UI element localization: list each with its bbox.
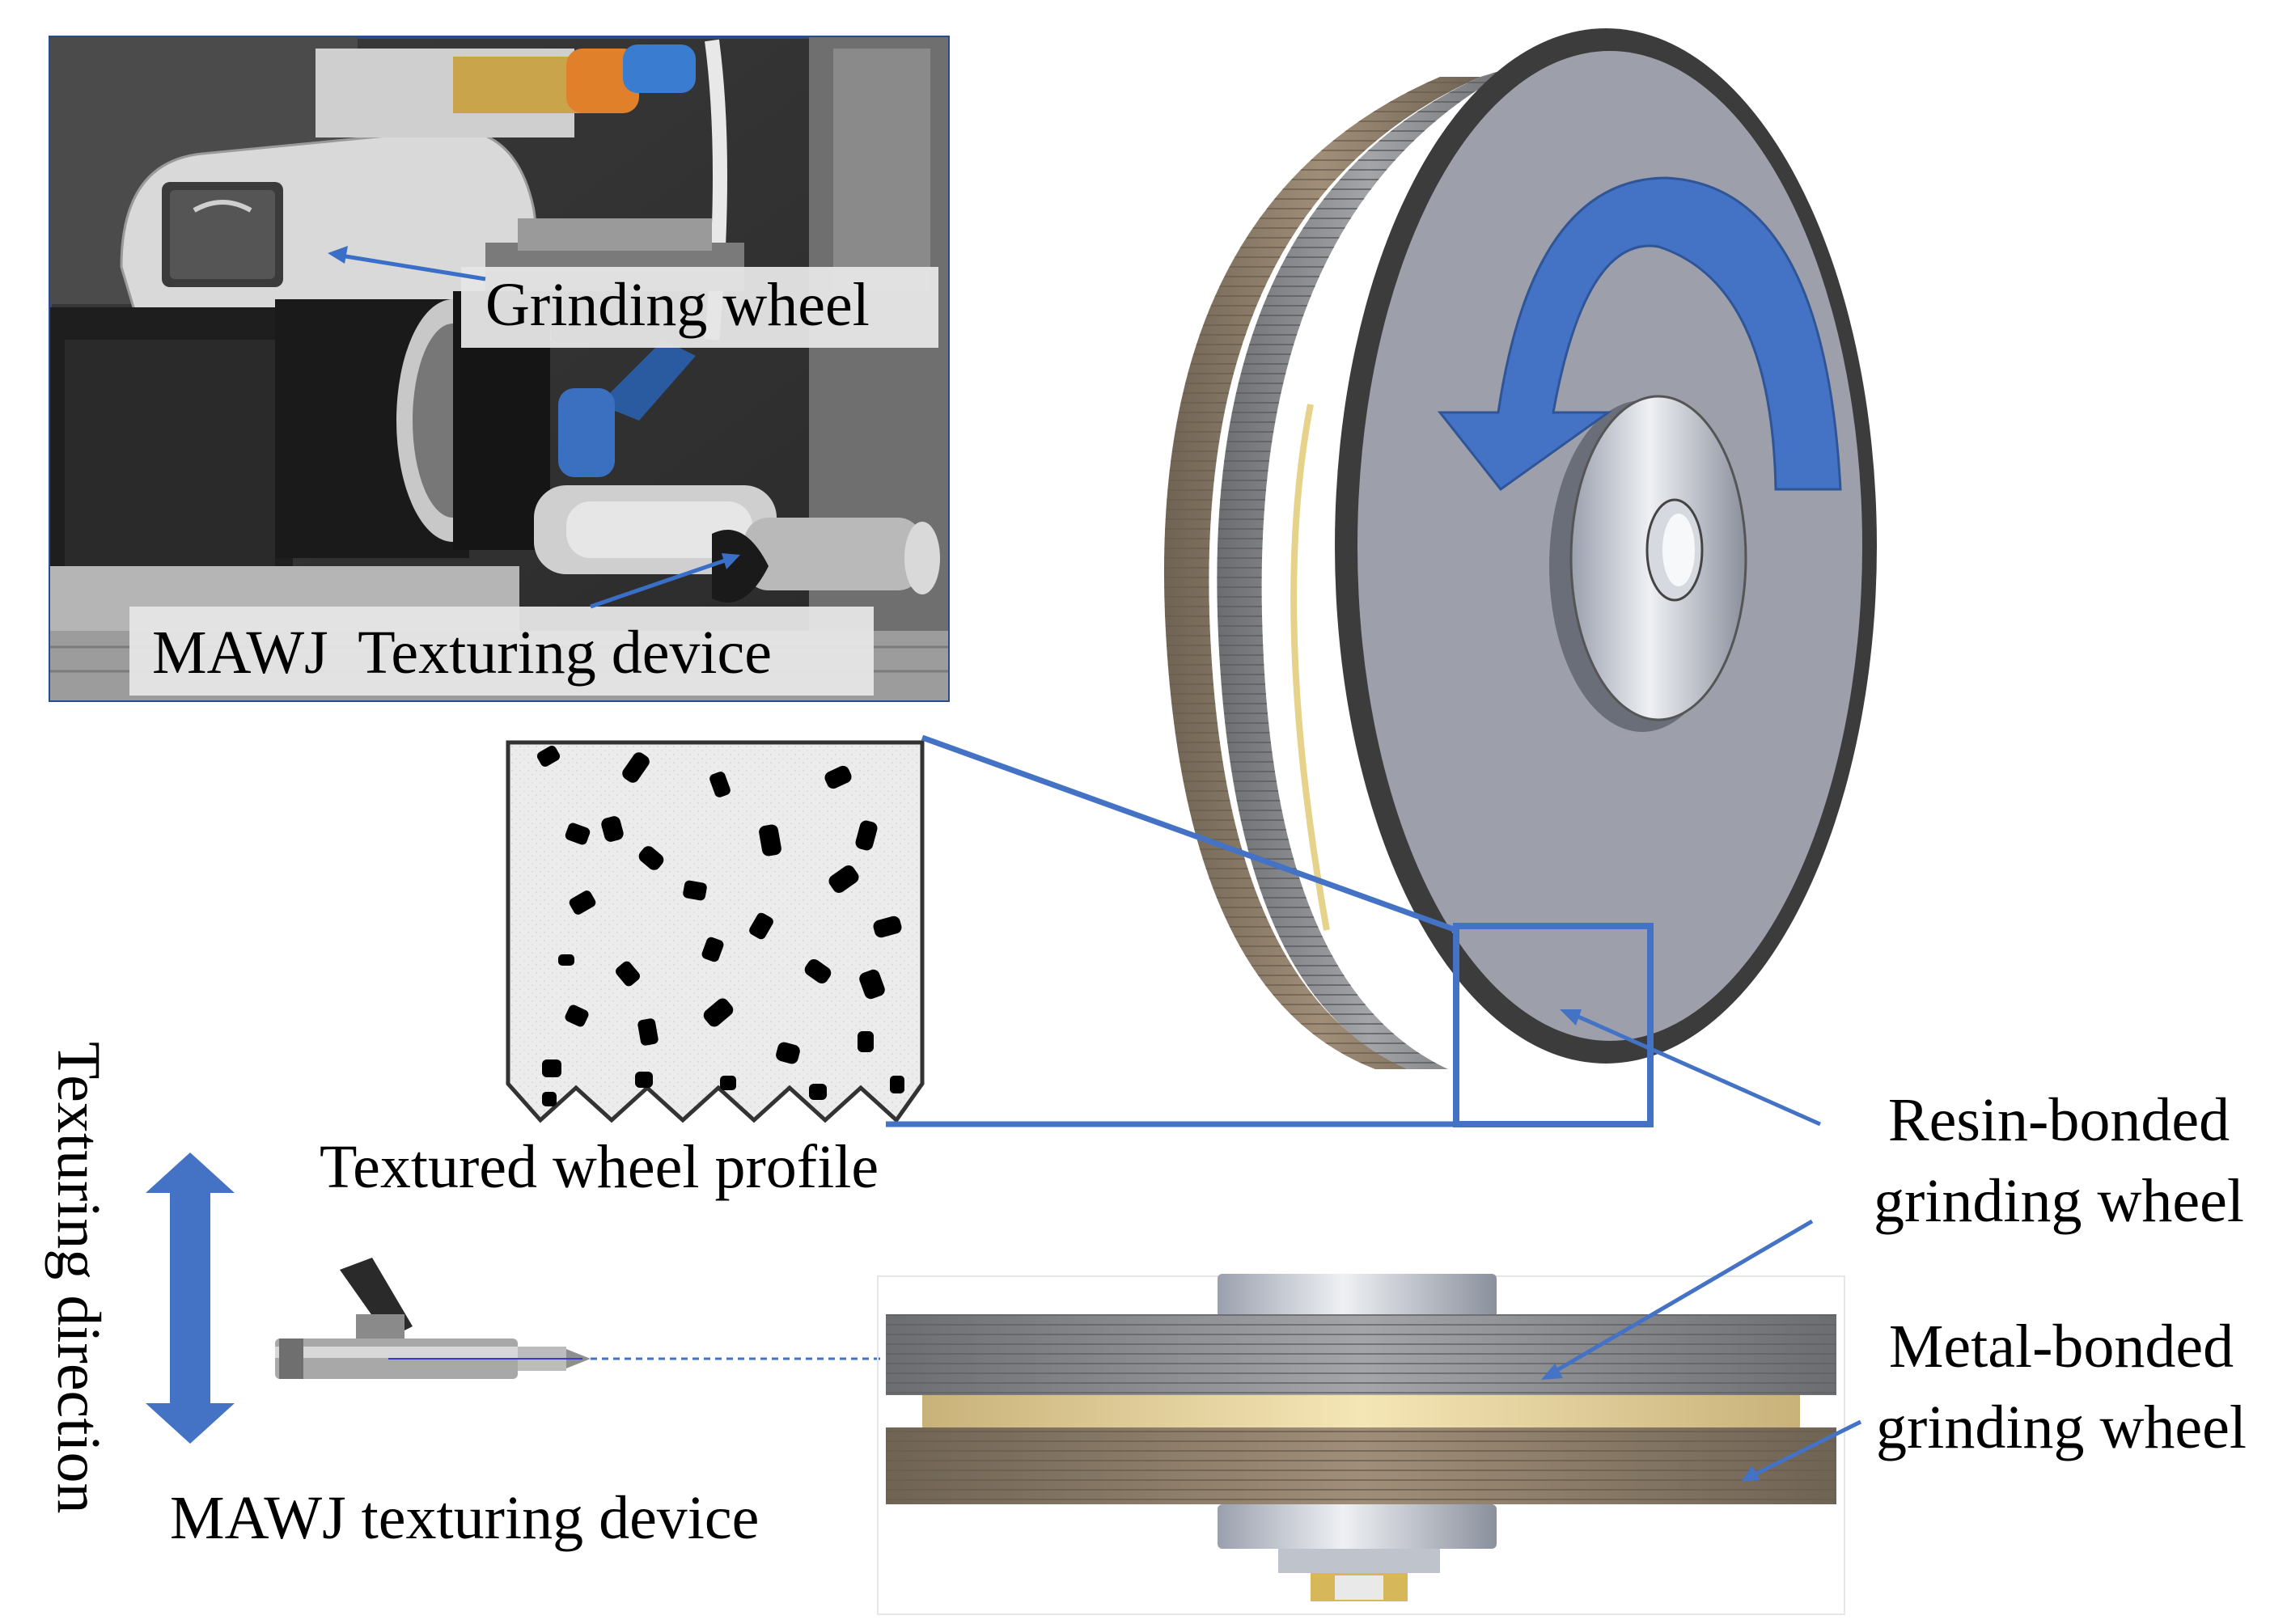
label-metal-line2: grinding wheel [1876, 1394, 2247, 1461]
machine-photo: Grinding wheel MAWJ Texturing device [49, 36, 950, 702]
label-resin-line2: grinding wheel [1874, 1167, 2244, 1235]
label-textured-profile: Textured wheel profile [320, 1133, 879, 1201]
label-photo-texturing-device: MAWJ Texturing device [152, 619, 772, 687]
label-texturing-direction: Texturing direction [44, 1042, 112, 1514]
wheel-3d-view [1163, 28, 1877, 1127]
label-metal-line1: Metal-bonded [1889, 1313, 2234, 1381]
zoom-box [1453, 923, 1654, 1127]
mawj-device-illustration: MAWJ texturing device [170, 1258, 882, 1552]
label-grinding-wheel: Grinding wheel [485, 271, 870, 339]
texturing-direction-group: Texturing direction [44, 1042, 235, 1514]
label-mawj-device: MAWJ texturing device [170, 1484, 759, 1552]
pointer-texturing-device [590, 556, 733, 609]
pointer-grinding-wheel [335, 252, 486, 281]
label-resin-line1: Resin-bonded [1888, 1086, 2230, 1154]
brass-spacer [922, 1395, 1800, 1432]
layer-labels: Resin-bonded grinding wheel Metal-bonded… [1541, 1086, 2247, 1482]
wheel-side-view [877, 1274, 1845, 1615]
double-arrow-icon [146, 1152, 235, 1444]
rotation-arrow-icon [1437, 176, 1842, 492]
textured-profile-panel: Textured wheel profile [320, 734, 1458, 1201]
